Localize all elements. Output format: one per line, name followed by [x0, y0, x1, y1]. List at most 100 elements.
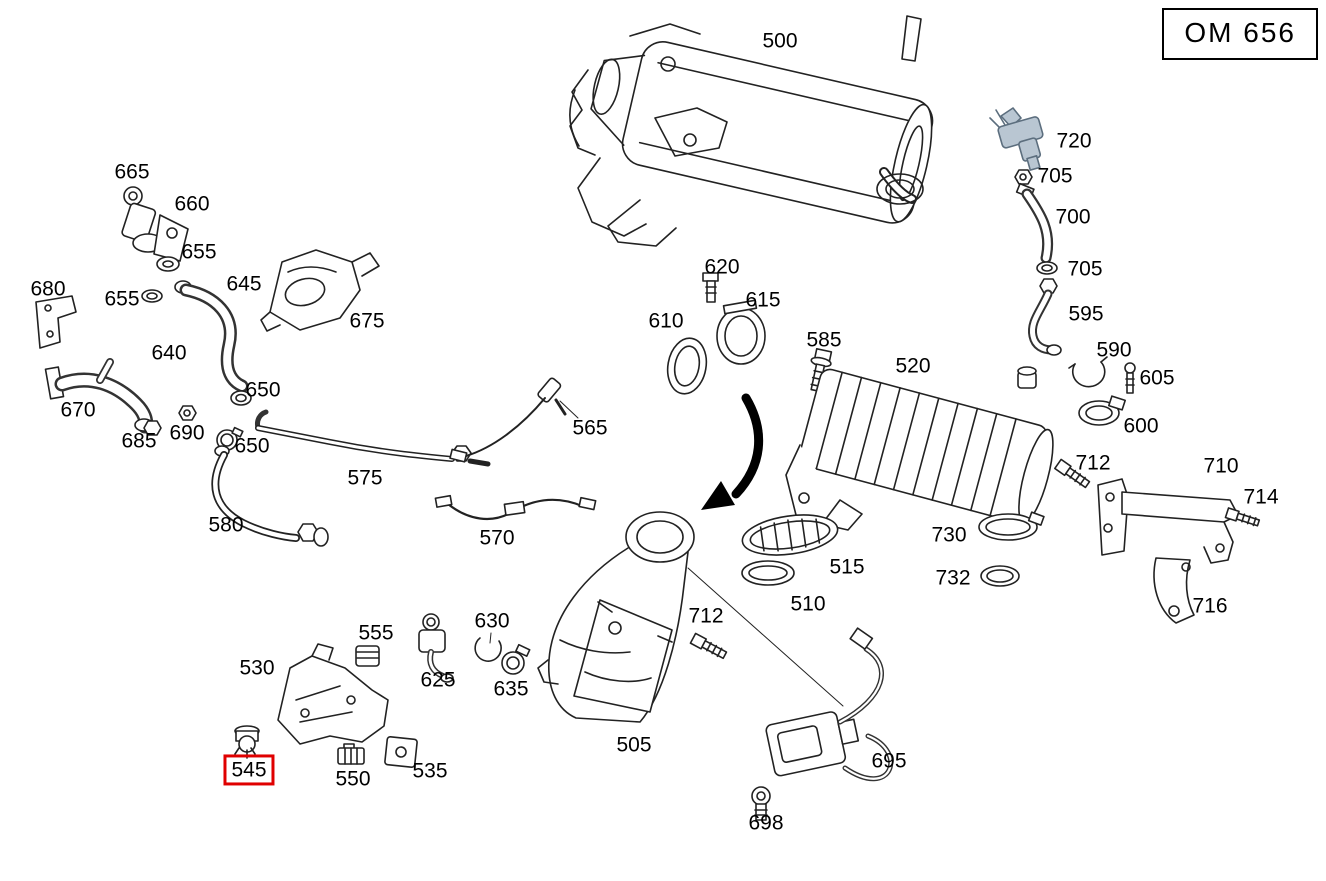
- part-label-720[interactable]: 720: [1056, 129, 1092, 153]
- part-714-art: [1224, 507, 1261, 527]
- part-650a-art: [230, 390, 252, 406]
- part-label-716[interactable]: 716: [1192, 594, 1228, 618]
- part-label-685[interactable]: 685: [121, 429, 157, 453]
- part-label-550[interactable]: 550: [335, 767, 371, 791]
- direction-arrow-icon: [701, 393, 764, 510]
- part-label-712[interactable]: 712: [688, 604, 724, 628]
- part-580-art: [211, 445, 329, 547]
- part-585-art: [810, 348, 833, 393]
- part-730-art: [978, 511, 1045, 541]
- engine-code-box: OM 656: [1162, 8, 1318, 60]
- part-605-art: [1124, 362, 1136, 394]
- part-label-595[interactable]: 595: [1068, 302, 1104, 326]
- part-label-705[interactable]: 705: [1067, 257, 1103, 281]
- part-630-art: [474, 632, 502, 662]
- part-label-545[interactable]: 545: [223, 754, 275, 786]
- part-545-art: [234, 725, 260, 759]
- part-610-art: [666, 337, 708, 395]
- part-660-art: [153, 214, 189, 262]
- part-label-650[interactable]: 650: [245, 378, 281, 402]
- part-label-680[interactable]: 680: [30, 277, 66, 301]
- part-label-630[interactable]: 630: [474, 609, 510, 633]
- part-655a-art: [156, 256, 180, 272]
- part-720-art: [989, 107, 1044, 171]
- part-label-510[interactable]: 510: [790, 592, 826, 616]
- part-label-710[interactable]: 710: [1203, 454, 1239, 478]
- part-712b-art: [689, 632, 728, 660]
- part-570-art: [434, 494, 597, 520]
- part-label-555[interactable]: 555: [358, 621, 394, 645]
- part-label-645[interactable]: 645: [226, 272, 262, 296]
- part-label-610[interactable]: 610: [648, 309, 684, 333]
- part-515-art: [741, 514, 839, 556]
- part-label-600[interactable]: 600: [1123, 414, 1159, 438]
- part-565-art: [449, 377, 579, 463]
- part-710-art: [1097, 478, 1239, 564]
- part-635-art: [501, 643, 531, 675]
- part-label-732[interactable]: 732: [935, 566, 971, 590]
- part-510-art: [741, 560, 795, 586]
- part-label-620[interactable]: 620: [704, 255, 740, 279]
- part-label-714[interactable]: 714: [1243, 485, 1279, 509]
- part-712a-art: [1054, 458, 1091, 489]
- part-label-712[interactable]: 712: [1075, 451, 1111, 475]
- part-label-700[interactable]: 700: [1055, 205, 1091, 229]
- part-label-590[interactable]: 590: [1096, 338, 1132, 362]
- part-655b-art: [141, 289, 163, 303]
- part-label-515[interactable]: 515: [829, 555, 865, 579]
- part-label-670[interactable]: 670: [60, 398, 96, 422]
- part-675-art: [260, 249, 380, 332]
- engine-code-label: OM 656: [1184, 17, 1296, 48]
- part-label-690[interactable]: 690: [169, 421, 205, 445]
- part-590-art: [1068, 356, 1108, 388]
- part-label-585[interactable]: 585: [806, 328, 842, 352]
- part-label-570[interactable]: 570: [479, 526, 515, 550]
- part-label-505[interactable]: 505: [616, 733, 652, 757]
- part-label-695[interactable]: 695: [871, 749, 907, 773]
- part-label-655[interactable]: 655: [104, 287, 140, 311]
- part-label-625[interactable]: 625: [420, 668, 456, 692]
- part-label-635[interactable]: 635: [493, 677, 529, 701]
- part-label-580[interactable]: 580: [208, 513, 244, 537]
- part-690-art: [178, 405, 197, 421]
- part-label-500[interactable]: 500: [762, 29, 798, 53]
- part-680-art: [35, 295, 77, 349]
- part-695-art: [687, 567, 894, 782]
- part-label-530[interactable]: 530: [239, 656, 275, 680]
- part-label-705[interactable]: 705: [1037, 164, 1073, 188]
- part-645-art: [174, 280, 249, 393]
- part-label-615[interactable]: 615: [745, 288, 781, 312]
- part-label-575[interactable]: 575: [347, 466, 383, 490]
- part-label-650[interactable]: 650: [234, 434, 270, 458]
- part-label-520[interactable]: 520: [895, 354, 931, 378]
- part-label-660[interactable]: 660: [174, 192, 210, 216]
- part-535-art: [384, 736, 418, 768]
- part-615-art: [716, 299, 766, 365]
- part-700-art: [1015, 182, 1054, 264]
- part-520-art: [785, 366, 1054, 531]
- part-625-art: [418, 613, 454, 683]
- part-label-565[interactable]: 565: [572, 416, 608, 440]
- part-label-655[interactable]: 655: [181, 240, 217, 264]
- part-label-730[interactable]: 730: [931, 523, 967, 547]
- part-600-art: [1078, 395, 1127, 426]
- part-620-art: [702, 272, 719, 303]
- part-label-640[interactable]: 640: [151, 341, 187, 365]
- part-705b-art: [1036, 261, 1058, 275]
- part-label-535[interactable]: 535: [412, 759, 448, 783]
- part-685-art: [143, 420, 162, 436]
- part-530-art: [277, 643, 389, 745]
- part-label-698[interactable]: 698: [748, 811, 784, 835]
- part-550-art: [337, 743, 365, 765]
- part-500-art: [569, 15, 934, 247]
- part-label-665[interactable]: 665: [114, 160, 150, 184]
- part-705a-art: [1014, 169, 1033, 185]
- part-505-art: [537, 511, 695, 723]
- part-label-675[interactable]: 675: [349, 309, 385, 333]
- part-716-art: [1153, 557, 1195, 624]
- part-670-art: [44, 358, 154, 434]
- part-label-605[interactable]: 605: [1139, 366, 1175, 390]
